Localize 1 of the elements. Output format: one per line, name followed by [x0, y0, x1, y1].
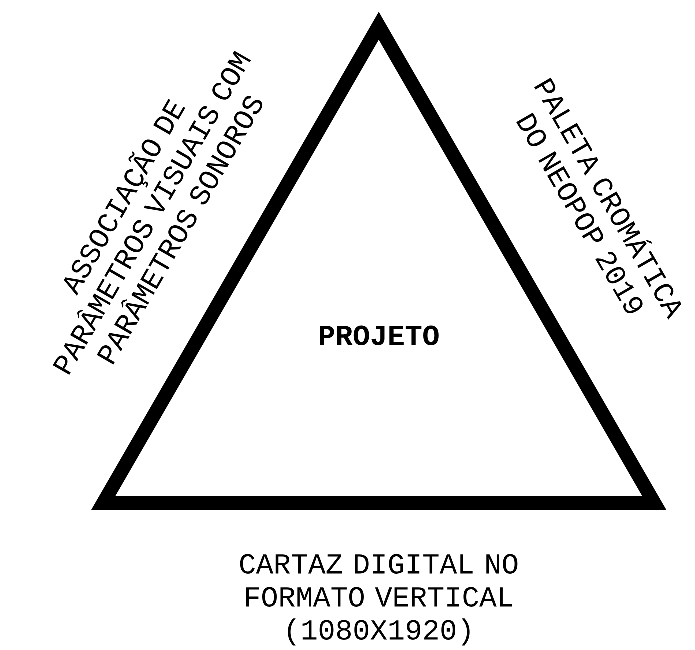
side-label: CARTAZ DIGITAL NO FORMATO VERTICAL (1080X1920): [240, 554, 518, 646]
